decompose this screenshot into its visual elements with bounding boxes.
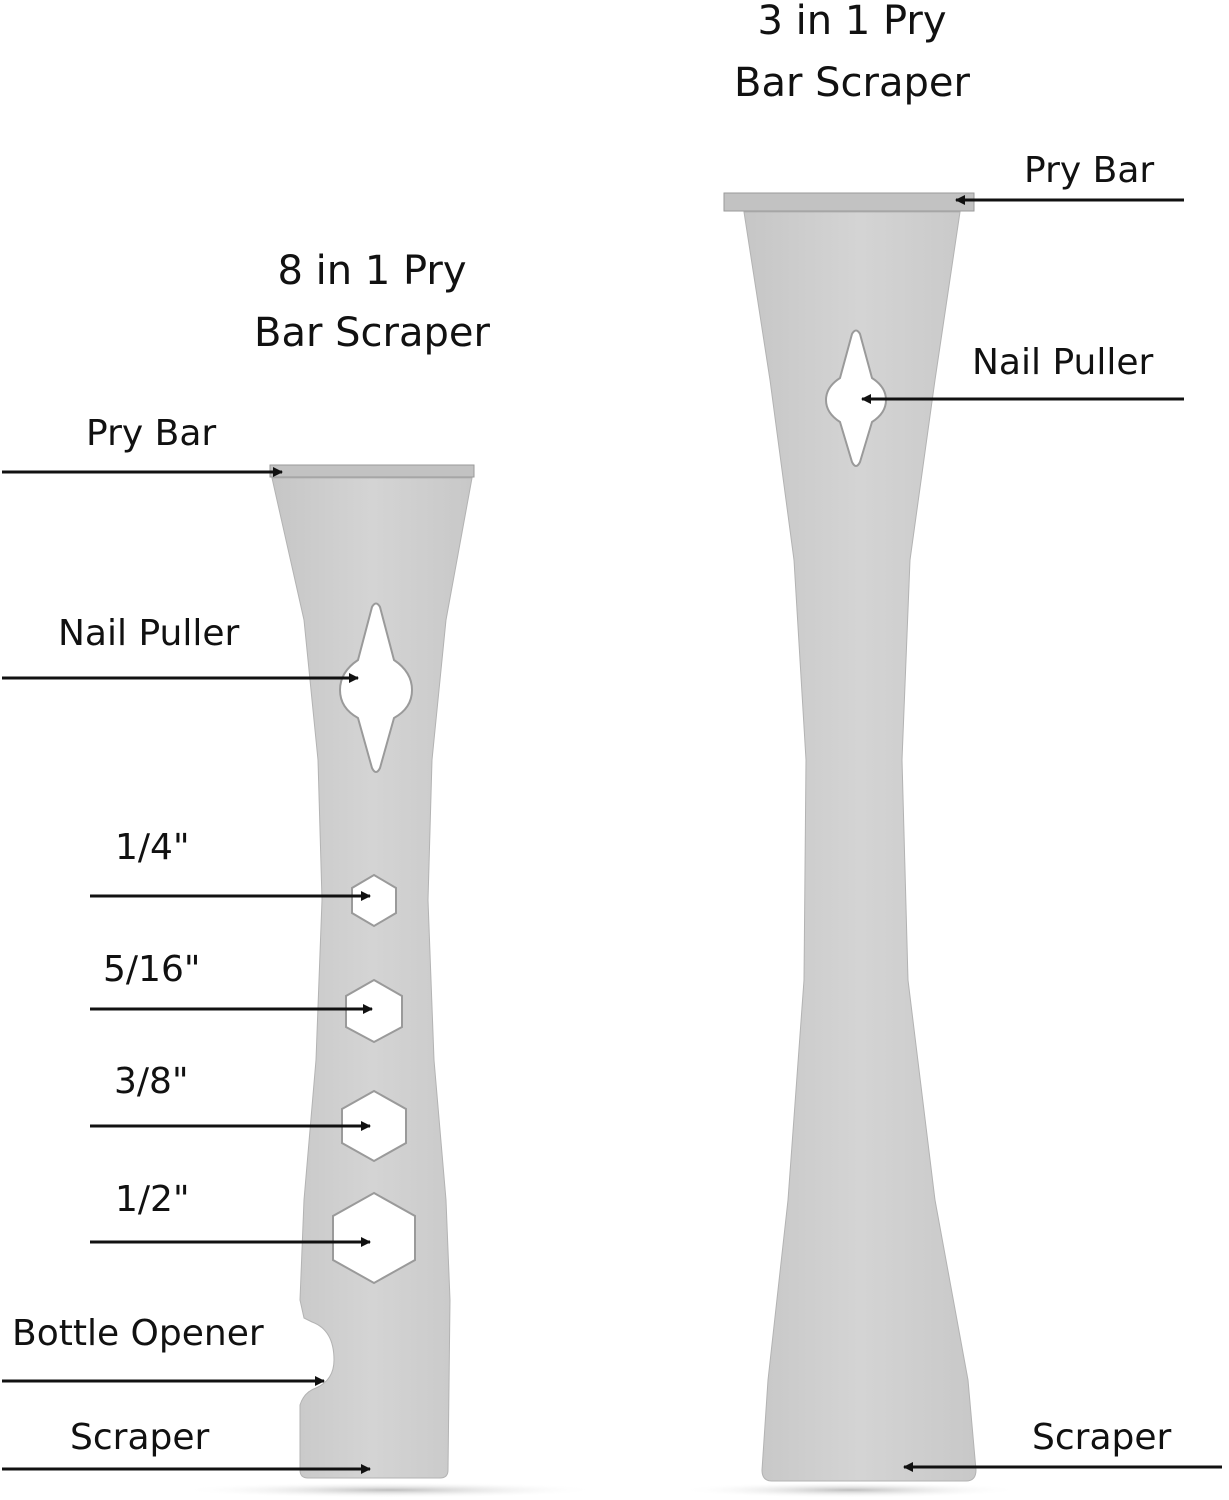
left-title-line1: 8 in 1 Pry <box>277 248 467 294</box>
right-nail-puller-slot <box>824 329 888 467</box>
label-hex-5-16: 5/16" <box>103 949 201 990</box>
label-scraper-left: Scraper <box>70 1417 210 1458</box>
hex-hole-1-2 <box>332 1191 416 1285</box>
right-pry-edge <box>723 192 975 212</box>
label-pry-bar-right: Pry Bar <box>1024 150 1155 191</box>
right-tool-shadow <box>680 1482 1020 1498</box>
left-callout-arrows <box>2 467 373 1474</box>
hex-hole-3-8 <box>341 1089 407 1163</box>
right-tool-body <box>743 211 977 1482</box>
left-tool-body <box>271 477 473 1479</box>
left-tool-title: 8 in 1 Pry Bar Scraper <box>222 240 522 364</box>
label-pry-bar-left: Pry Bar <box>86 413 217 454</box>
label-hex-1-4: 1/4" <box>115 827 190 868</box>
label-hex-1-2: 1/2" <box>115 1179 190 1220</box>
right-callout-arrows <box>861 195 1222 1472</box>
left-pry-edge <box>269 464 475 478</box>
hex-hole-1-4 <box>351 873 397 928</box>
hex-hole-5-16 <box>345 978 403 1044</box>
label-hex-3-8: 3/8" <box>114 1061 189 1102</box>
right-tool-title: 3 in 1 Pry Bar Scraper <box>702 0 1002 114</box>
right-pry-bar-tool <box>723 192 977 1482</box>
left-title-line2: Bar Scraper <box>254 310 490 356</box>
left-pry-bar-tool <box>269 464 475 1479</box>
right-title-line1: 3 in 1 Pry <box>757 0 947 44</box>
right-title-line2: Bar Scraper <box>734 60 970 106</box>
left-nail-puller-slot <box>338 602 414 773</box>
label-nail-puller-right: Nail Puller <box>972 342 1154 383</box>
label-nail-puller-left: Nail Puller <box>58 613 240 654</box>
left-tool-shadow <box>180 1482 600 1498</box>
label-bottle-opener: Bottle Opener <box>12 1313 264 1354</box>
label-scraper-right: Scraper <box>1032 1417 1172 1458</box>
